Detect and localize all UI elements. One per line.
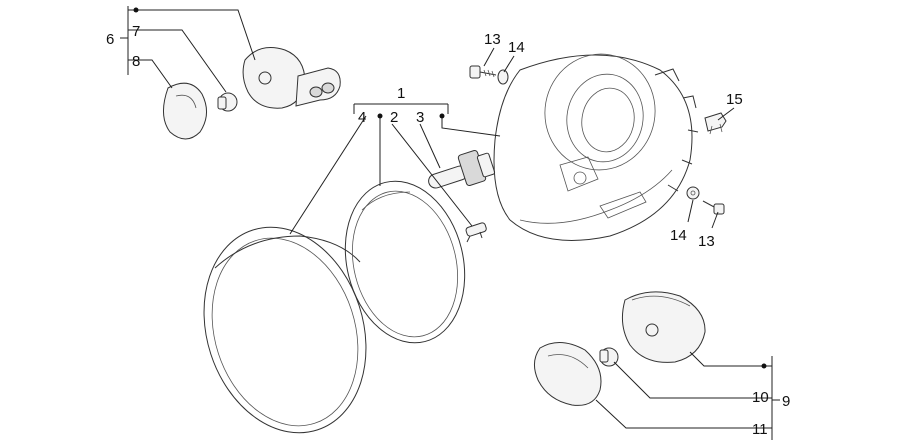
label-2: 2 (390, 109, 398, 126)
small-bulb (465, 222, 487, 243)
label-3: 3 (416, 109, 424, 126)
headlight-housing (493, 53, 699, 241)
screw-right (702, 200, 725, 215)
label-7: 7 (132, 23, 140, 40)
marker-dots (133, 7, 767, 369)
turn-signal-bulb-upper (217, 92, 238, 112)
label-6: 6 (106, 31, 114, 48)
washer-right (686, 186, 700, 200)
label-15: 15 (726, 91, 743, 108)
leader-lines (120, 6, 780, 440)
label-10: 10 (752, 389, 769, 406)
headlight-bulb (428, 149, 496, 189)
turn-signal-lens-upper (163, 82, 207, 140)
label-4: 4 (358, 109, 366, 126)
label-9: 9 (782, 393, 790, 410)
callout-labels: 6 7 8 1 4 2 3 13 14 15 14 13 9 10 11 (106, 23, 790, 438)
label-8: 8 (132, 53, 140, 70)
washer-top (497, 69, 509, 85)
label-14-right: 14 (670, 227, 687, 244)
label-14-top: 14 (508, 39, 525, 56)
label-13-top: 13 (484, 31, 501, 48)
label-1: 1 (397, 85, 405, 102)
turn-signal-housing-lower (621, 291, 706, 363)
label-11: 11 (752, 421, 768, 438)
turn-signal-housing-upper (242, 47, 341, 109)
headlight-lens (344, 180, 466, 344)
label-13-right: 13 (698, 233, 715, 250)
headlight-rim (203, 226, 367, 434)
screw-top (469, 65, 497, 79)
turn-signal-bulb-lower (599, 347, 619, 367)
turn-signal-lens-lower (534, 342, 602, 406)
